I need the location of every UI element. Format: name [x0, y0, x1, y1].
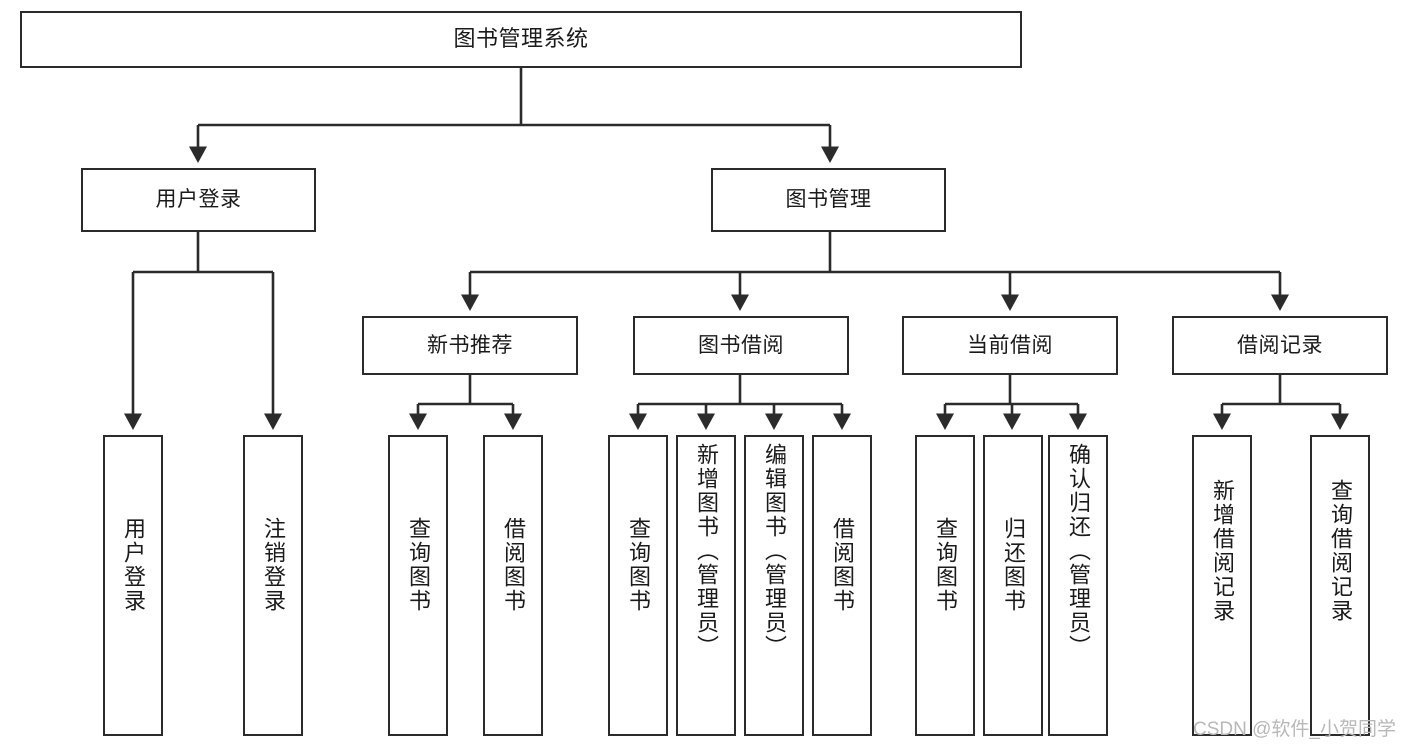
- node-leaf-query-book-3[interactable]: 查询图书: [915, 435, 975, 736]
- node-book-manage-label: 图书管理: [785, 188, 872, 212]
- node-book-borrow-label: 图书借阅: [698, 333, 784, 357]
- node-book-manage[interactable]: 图书管理: [711, 168, 946, 232]
- node-leaf-user-login[interactable]: 用户登录: [103, 435, 163, 736]
- node-leaf-logout-label: 注销登录: [261, 517, 286, 613]
- node-leaf-query-book-1[interactable]: 查询图书: [388, 435, 448, 736]
- node-user-login-label: 用户登录: [155, 188, 242, 212]
- node-book-borrow[interactable]: 图书借阅: [633, 316, 849, 375]
- node-leaf-query-book-2-label: 查询图书: [626, 517, 651, 613]
- node-current-borrow[interactable]: 当前借阅: [902, 316, 1118, 375]
- node-leaf-add-record[interactable]: 新增借阅记录: [1192, 435, 1252, 736]
- node-leaf-return-book[interactable]: 归还图书: [983, 435, 1043, 736]
- node-leaf-query-book-1-label: 查询图书: [406, 517, 431, 613]
- node-leaf-query-record-label: 查询借阅记录: [1328, 479, 1353, 623]
- node-leaf-logout[interactable]: 注销登录: [243, 435, 303, 736]
- node-new-book-rec-label: 新书推荐: [427, 333, 513, 357]
- node-leaf-add-record-label: 新增借阅记录: [1210, 479, 1235, 623]
- node-leaf-add-book[interactable]: 新增图书（管理员）: [676, 435, 736, 736]
- node-leaf-edit-book[interactable]: 编辑图书（管理员）: [744, 435, 804, 736]
- node-leaf-query-book-3-label: 查询图书: [933, 517, 958, 613]
- node-leaf-query-record[interactable]: 查询借阅记录: [1310, 435, 1370, 736]
- node-leaf-borrow-book-1-label: 借阅图书: [501, 517, 526, 613]
- node-leaf-confirm-return[interactable]: 确认归还（管理员）: [1048, 435, 1108, 736]
- node-new-book-rec[interactable]: 新书推荐: [362, 316, 578, 375]
- node-borrow-record-label: 借阅记录: [1237, 333, 1323, 357]
- node-leaf-add-book-label: 新增图书（管理员）: [694, 443, 719, 659]
- node-leaf-borrow-book-1[interactable]: 借阅图书: [483, 435, 543, 736]
- node-leaf-user-login-label: 用户登录: [121, 517, 146, 613]
- watermark: CSDN @软件_小贺同学: [1193, 719, 1396, 740]
- node-leaf-edit-book-label: 编辑图书（管理员）: [762, 443, 787, 659]
- node-leaf-confirm-return-label: 确认归还（管理员）: [1066, 443, 1091, 659]
- node-root-label: 图书管理系统: [453, 26, 589, 52]
- node-borrow-record[interactable]: 借阅记录: [1172, 316, 1388, 375]
- node-leaf-query-book-2[interactable]: 查询图书: [608, 435, 668, 736]
- node-leaf-borrow-book-2-label: 借阅图书: [830, 517, 855, 613]
- node-leaf-borrow-book-2[interactable]: 借阅图书: [812, 435, 872, 736]
- node-leaf-return-book-label: 归还图书: [1001, 517, 1026, 613]
- node-root[interactable]: 图书管理系统: [20, 11, 1022, 68]
- node-current-borrow-label: 当前借阅: [967, 333, 1053, 357]
- node-user-login[interactable]: 用户登录: [81, 168, 316, 232]
